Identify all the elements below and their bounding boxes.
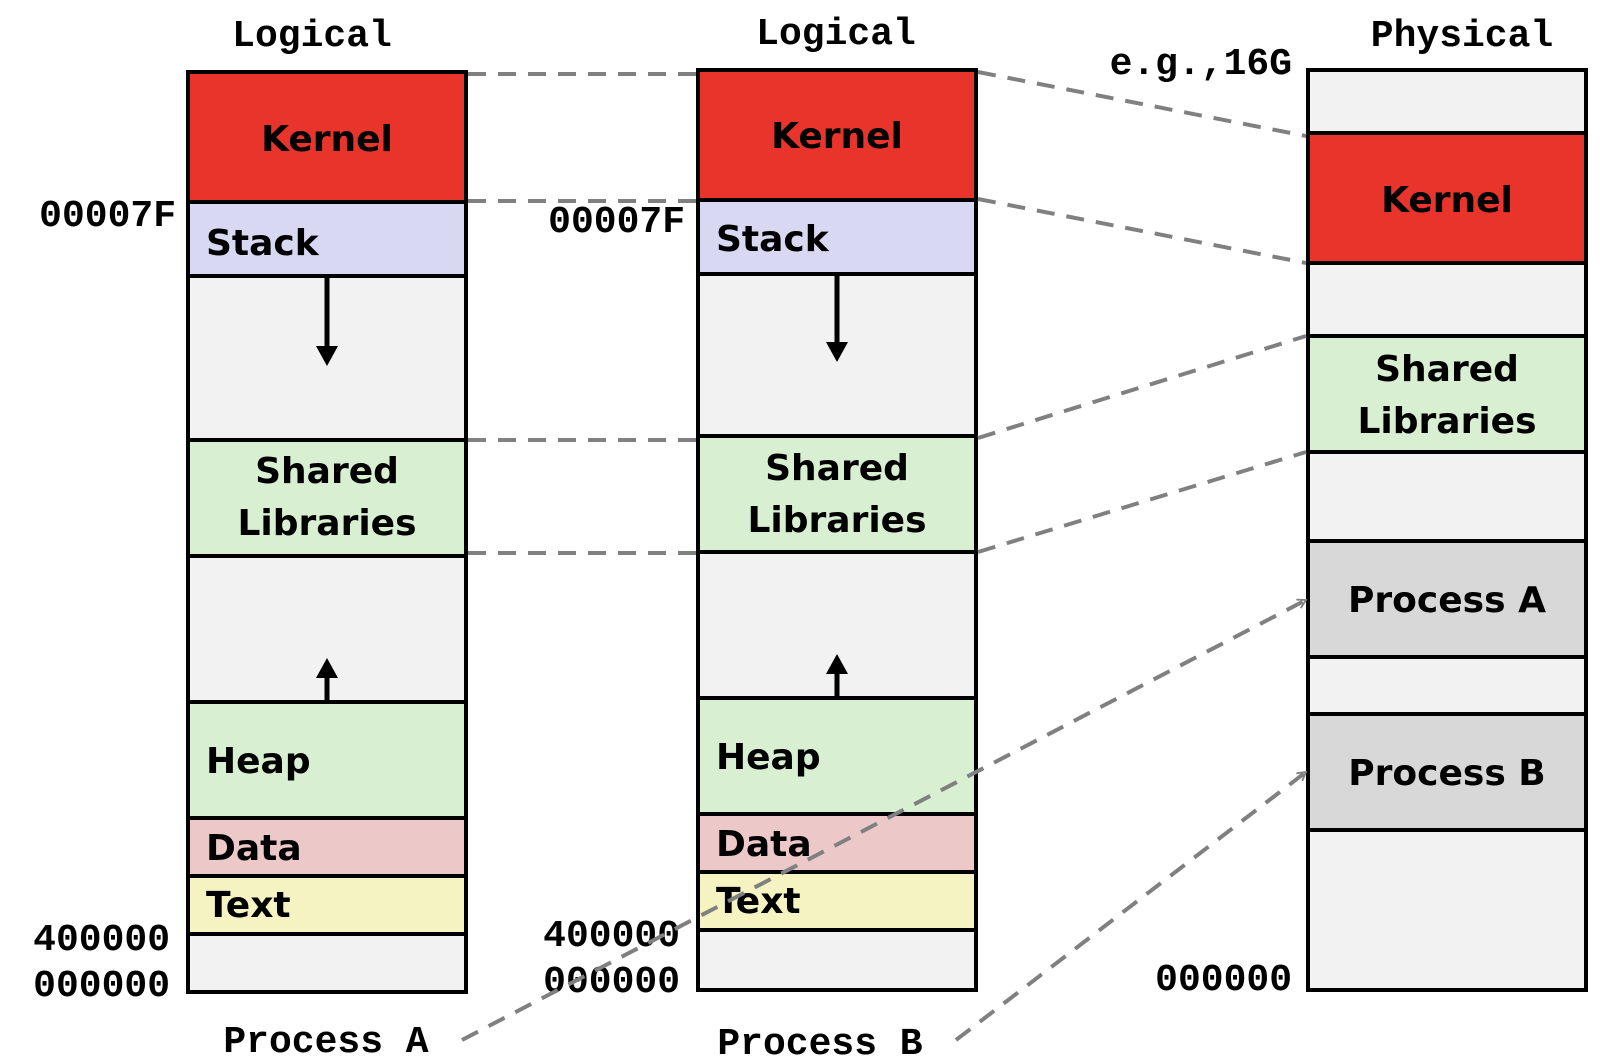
logical-a-shared-segment xyxy=(186,438,468,558)
logical-b-addr-zero: 000000 xyxy=(543,961,680,1004)
physical-kernel-label: Kernel xyxy=(1381,180,1513,221)
physical-process-b-label: Process B xyxy=(1348,753,1545,794)
physical-shared-segment xyxy=(1306,334,1588,454)
logical-b-shared-segment xyxy=(696,434,978,554)
shared-bottom-mapping-b-phys xyxy=(977,450,1307,554)
physical-memory: Physical e.g.,16G Kernel Shared Librarie… xyxy=(1110,15,1588,1002)
logical-a-text-label: Text xyxy=(206,885,291,926)
logical-b-addr-top: 00007F xyxy=(548,201,685,244)
physical-size-note: e.g.,16G xyxy=(1110,43,1292,86)
physical-process-b-segment xyxy=(1306,712,1588,832)
logical-b-shared-label-line1: Shared xyxy=(765,448,909,489)
logical-b-kernel-label: Kernel xyxy=(771,116,903,157)
kernel-top-mapping-b-phys xyxy=(977,70,1307,138)
logical-b-stack-label: Stack xyxy=(716,219,830,260)
process-a-mapping-arrow xyxy=(461,598,1308,1042)
kernel-bottom-mapping-b-phys xyxy=(977,197,1307,265)
logical-a-addr-400000: 400000 xyxy=(33,919,170,962)
physical-process-a-label: Process A xyxy=(1348,580,1546,621)
logical-a-heap-label: Heap xyxy=(206,741,311,782)
mapping-lines xyxy=(461,70,1308,1042)
logical-b-heap-label: Heap xyxy=(716,737,821,778)
logical-a-data-label: Data xyxy=(206,828,302,869)
logical-a-addr-zero: 000000 xyxy=(33,965,170,1008)
heap-growth-up-arrow-icon xyxy=(826,654,848,696)
logical-b-title: Logical xyxy=(756,13,916,56)
process-b-mapping-arrow xyxy=(954,770,1308,1042)
logical-b-stack-segment xyxy=(696,198,978,276)
physical-shared-label-line1: Shared xyxy=(1375,349,1519,390)
logical-a-data-segment xyxy=(186,816,468,878)
logical-a-shared-label-line2: Libraries xyxy=(237,503,416,544)
shared-top-mapping-b-phys xyxy=(977,334,1307,440)
logical-a-kernel-segment xyxy=(186,70,468,204)
stack-growth-down-arrow-icon xyxy=(826,276,848,362)
logical-a-kernel-label: Kernel xyxy=(261,119,393,160)
physical-process-a-segment xyxy=(1306,539,1588,659)
logical-a-stack-segment xyxy=(186,200,468,278)
logical-a-stack-label: Stack xyxy=(206,223,320,264)
logical-a-text-segment xyxy=(186,874,468,936)
logical-b-heap-segment xyxy=(696,696,978,816)
logical-a-shared-label-line1: Shared xyxy=(255,451,399,492)
physical-title: Physical xyxy=(1371,15,1553,58)
logical-b-text-segment xyxy=(696,870,978,932)
logical-space-process-b: Logical Kernel Stack Shared Libraries He… xyxy=(543,13,978,1056)
logical-b-kernel-segment xyxy=(696,68,978,202)
physical-shared-label-line2: Libraries xyxy=(1357,401,1536,442)
physical-addr-zero: 000000 xyxy=(1155,959,1292,1002)
logical-b-shared-label-line2: Libraries xyxy=(747,500,926,541)
stack-growth-down-arrow-icon xyxy=(316,278,338,366)
heap-growth-up-arrow-icon xyxy=(316,658,338,700)
logical-a-title: Logical xyxy=(232,15,392,58)
logical-a-caption: Process A xyxy=(223,1021,428,1056)
logical-space-process-a: Logical Kernel Stack Shared Libraries He… xyxy=(33,15,468,1056)
physical-kernel-segment xyxy=(1306,131,1588,265)
logical-b-data-label: Data xyxy=(716,824,812,865)
logical-a-addr-top: 00007F xyxy=(39,195,176,238)
logical-b-caption: Process B xyxy=(717,1023,922,1056)
